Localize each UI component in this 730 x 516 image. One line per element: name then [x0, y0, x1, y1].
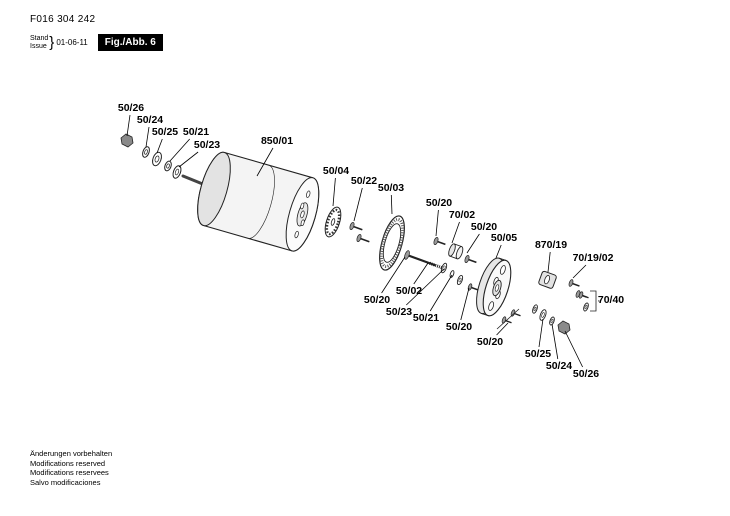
leader-line: [145, 126, 150, 148]
leader-line: [178, 151, 199, 168]
screw-part: [568, 279, 580, 287]
leader-line: [169, 138, 190, 162]
leader-line: [466, 233, 480, 254]
leader-line: [156, 138, 163, 154]
washer-part: [152, 151, 162, 167]
group-bracket: [496, 308, 520, 330]
leader-line: [332, 177, 336, 207]
leader-line: [495, 244, 502, 259]
washer-part: [539, 309, 547, 321]
leader-line: [551, 323, 559, 360]
screw-part: [349, 222, 363, 231]
footer-line: Änderungen vorbehalten: [30, 449, 113, 458]
leader-line: [547, 251, 551, 273]
leader-line: [496, 322, 509, 336]
figure-number-box: Fig./Abb. 6: [97, 34, 163, 51]
leader-line: [460, 287, 470, 321]
screw-part: [356, 234, 370, 243]
washer-part: [142, 146, 150, 158]
stand-issue-labels: Stand Issue: [30, 35, 48, 51]
flange-disc-part: [476, 257, 512, 317]
legal-notes: Änderungen vorbehalten Modifications res…: [30, 449, 112, 487]
pinion-gear-part: [324, 206, 342, 238]
issue-label: Issue: [30, 42, 47, 50]
washer-part: [456, 274, 464, 286]
footer-line: Modifications reservees: [30, 468, 109, 477]
stand-label: Stand: [30, 34, 49, 42]
washer-part: [532, 304, 538, 314]
clamp-bracket-part: [538, 270, 557, 289]
axle-bolt-part: [404, 250, 444, 270]
hex-nut-part: [120, 133, 134, 148]
washer-part: [549, 316, 555, 326]
leader-line: [538, 318, 544, 348]
leader-line: [381, 256, 406, 294]
issue-row: Stand Issue } 01-06-11 Fig./Abb. 6: [30, 34, 163, 51]
brace-glyph: }: [49, 34, 55, 51]
footer-line: Salvo modificaciones: [30, 477, 101, 487]
screw-part: [433, 237, 446, 246]
leader-line: [413, 262, 429, 285]
ring-gear-part: [379, 215, 405, 271]
leader-line: [406, 268, 445, 306]
washer-part: [583, 302, 589, 312]
document-part-number: F016 304 242: [30, 14, 96, 25]
washer-part: [164, 160, 172, 172]
coupling-part: [448, 243, 464, 260]
screw-part: [464, 255, 477, 264]
title-block: F016 304 242 Stand Issue } 01-06-11 Fig.…: [30, 14, 163, 51]
washer-part: [449, 270, 455, 278]
issue-date: 01-06-11: [56, 38, 88, 47]
washer-part: [172, 165, 182, 179]
footer-line: Modifications reserved: [30, 458, 106, 468]
leader-line: [390, 194, 393, 215]
leader-line: [429, 274, 453, 312]
leader-line: [451, 221, 460, 244]
leader-line: [564, 330, 583, 368]
leader-line: [256, 147, 274, 177]
drum-part: [197, 151, 320, 252]
leader-line: [353, 187, 363, 222]
leader-line: [435, 209, 439, 237]
hex-nut-part: [557, 320, 571, 335]
screw-part: [510, 309, 521, 317]
group-bracket: [590, 290, 597, 312]
leader-line: [126, 114, 131, 137]
leader-line: [572, 264, 587, 279]
screw-part: [578, 291, 589, 299]
